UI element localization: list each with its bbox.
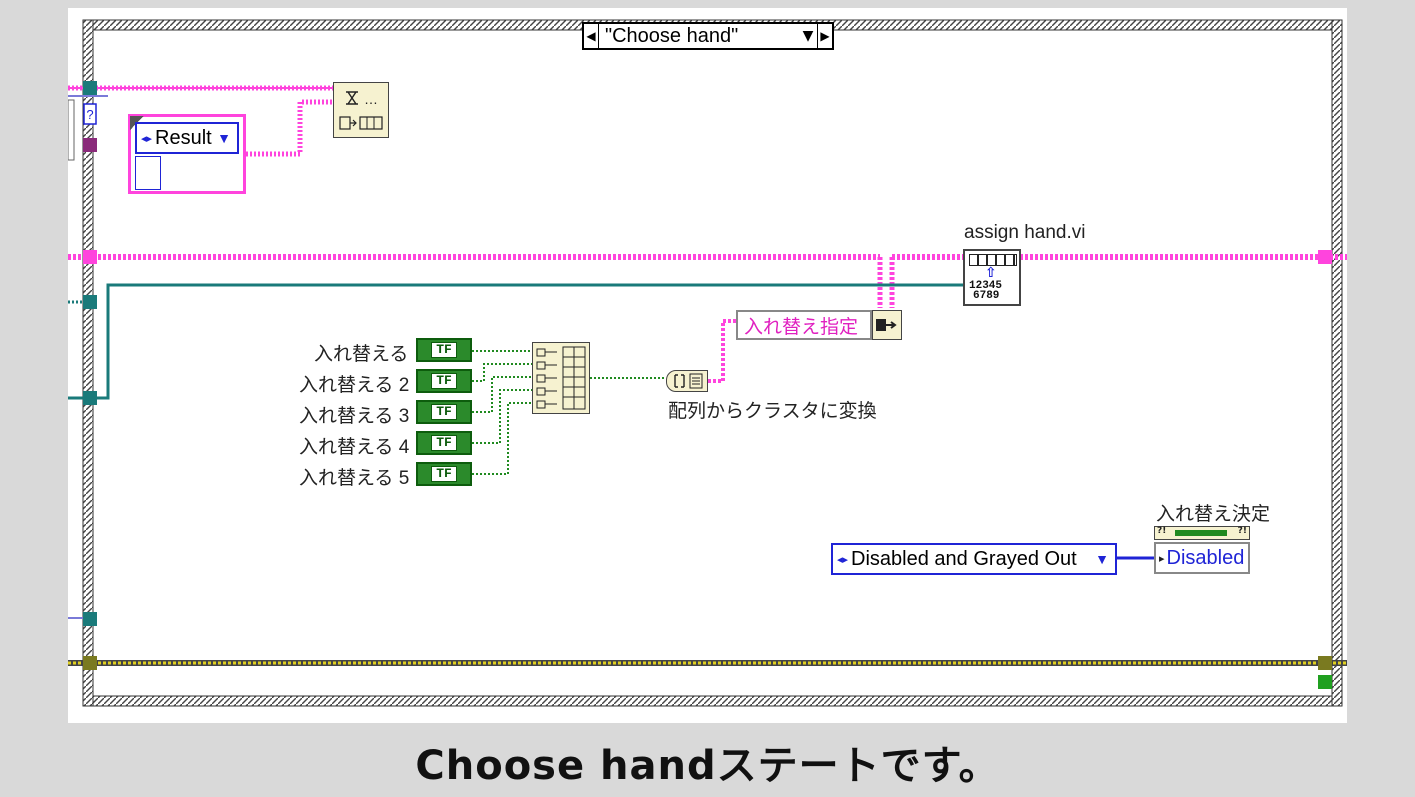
- help-icon-glyph: ?: [86, 107, 93, 122]
- svg-text:…: …: [364, 91, 378, 107]
- swap-terminal-2[interactable]: TF: [416, 369, 472, 393]
- unbundle-icon[interactable]: [872, 310, 902, 340]
- property-error-icon: ?!: [1157, 526, 1167, 536]
- help-icon: [83, 103, 97, 125]
- pink-wire-cluster[interactable]: [708, 319, 736, 383]
- result-index-box[interactable]: [135, 156, 161, 190]
- swap-terminal-1[interactable]: TF: [416, 338, 472, 362]
- unbundle-glyph: [876, 319, 897, 331]
- array-cluster-glyph: [674, 373, 703, 389]
- result-enum-value: Result: [155, 126, 212, 149]
- assign-hand-vi-label: assign hand.vi: [964, 222, 1086, 243]
- build-array-icon[interactable]: [532, 342, 590, 414]
- left-edge-node: [68, 99, 75, 161]
- subvi-icon[interactable]: ⇧ 12345 6789: [963, 249, 1021, 306]
- up-arrow-icon: ⇧: [985, 265, 997, 281]
- property-arrow-icon: ▸: [1159, 552, 1165, 565]
- timing-node-glyph: …: [339, 91, 383, 130]
- tf-text: TF: [431, 404, 457, 420]
- build-array-glyph: [536, 346, 586, 410]
- result-frame: ◂▸ Result ▼: [128, 114, 246, 194]
- property-error-icon-right: ?!: [1237, 526, 1247, 536]
- enum-arrows-icon: ◂▸: [141, 132, 153, 145]
- property-ref-bar: [1175, 530, 1227, 536]
- subvi-digits-top: 12345: [969, 280, 1003, 292]
- swap-terminal-4[interactable]: TF: [416, 431, 472, 455]
- swap-label-2: 入れ替える 2: [299, 375, 410, 396]
- swap-label-4: 入れ替える 4: [299, 437, 410, 458]
- block-diagram-canvas: ? ◀ "Choose hand" ▼ ▶ ◂▸ Result ▼ … assi…: [68, 8, 1347, 723]
- subvi-digits-bottom: 6789: [973, 290, 1000, 302]
- disabled-state-enum[interactable]: ◂▸ Disabled and Grayed Out ▼: [831, 543, 1117, 575]
- property-node-header[interactable]: ?! ?!: [1154, 526, 1250, 540]
- tunnels-right[interactable]: [1318, 250, 1332, 689]
- array-strip-icon: [969, 254, 1017, 266]
- disabled-state-enum-value: Disabled and Grayed Out: [851, 547, 1077, 570]
- wire-layer: ?: [68, 19, 1347, 707]
- pink-wire-main[interactable]: [68, 254, 1347, 308]
- property-value-text: Disabled: [1166, 546, 1245, 569]
- array-to-cluster-label: 配列からクラスタに変換: [668, 401, 877, 422]
- array-to-cluster-icon[interactable]: [666, 370, 708, 392]
- tf-text: TF: [431, 342, 457, 358]
- teal-wire[interactable]: [68, 283, 963, 400]
- enum-arrows-icon: ◂▸: [837, 553, 849, 566]
- property-node-value[interactable]: ▸ Disabled: [1154, 542, 1250, 574]
- swap-decision-label: 入れ替え決定: [1156, 504, 1271, 525]
- case-structure-frame: [82, 19, 1343, 707]
- dropdown-arrow-icon[interactable]: ▼: [217, 130, 231, 146]
- decrement-arrow-icon[interactable]: ◀: [584, 24, 599, 48]
- increment-arrow-icon[interactable]: ▶: [817, 24, 832, 48]
- swap-terminal-5[interactable]: TF: [416, 462, 472, 486]
- swap-label-5: 入れ替える 5: [299, 468, 410, 489]
- swap-terminal-3[interactable]: TF: [416, 400, 472, 424]
- result-enum[interactable]: ◂▸ Result ▼: [135, 122, 239, 154]
- case-selector[interactable]: ◀ "Choose hand" ▼ ▶: [582, 22, 834, 50]
- tunnels-left[interactable]: [83, 81, 97, 670]
- hourglass-icon[interactable]: …: [333, 82, 389, 138]
- swap-label-3: 入れ替える 3: [299, 406, 410, 427]
- case-selector-label: "Choose hand": [605, 24, 739, 47]
- pink-wire-top[interactable]: [68, 85, 333, 157]
- tf-text: TF: [431, 435, 457, 451]
- dropdown-arrow-icon[interactable]: ▼: [1095, 551, 1109, 567]
- tf-text: TF: [431, 466, 457, 482]
- swap-spec-label[interactable]: 入れ替え指定: [736, 310, 872, 340]
- dropdown-arrow-icon[interactable]: ▼: [802, 28, 814, 44]
- slide-caption: Choose handステートです。: [415, 743, 1000, 789]
- boolean-wires[interactable]: [472, 350, 666, 475]
- swap-label-1: 入れ替える: [314, 344, 409, 365]
- tf-text: TF: [431, 373, 457, 389]
